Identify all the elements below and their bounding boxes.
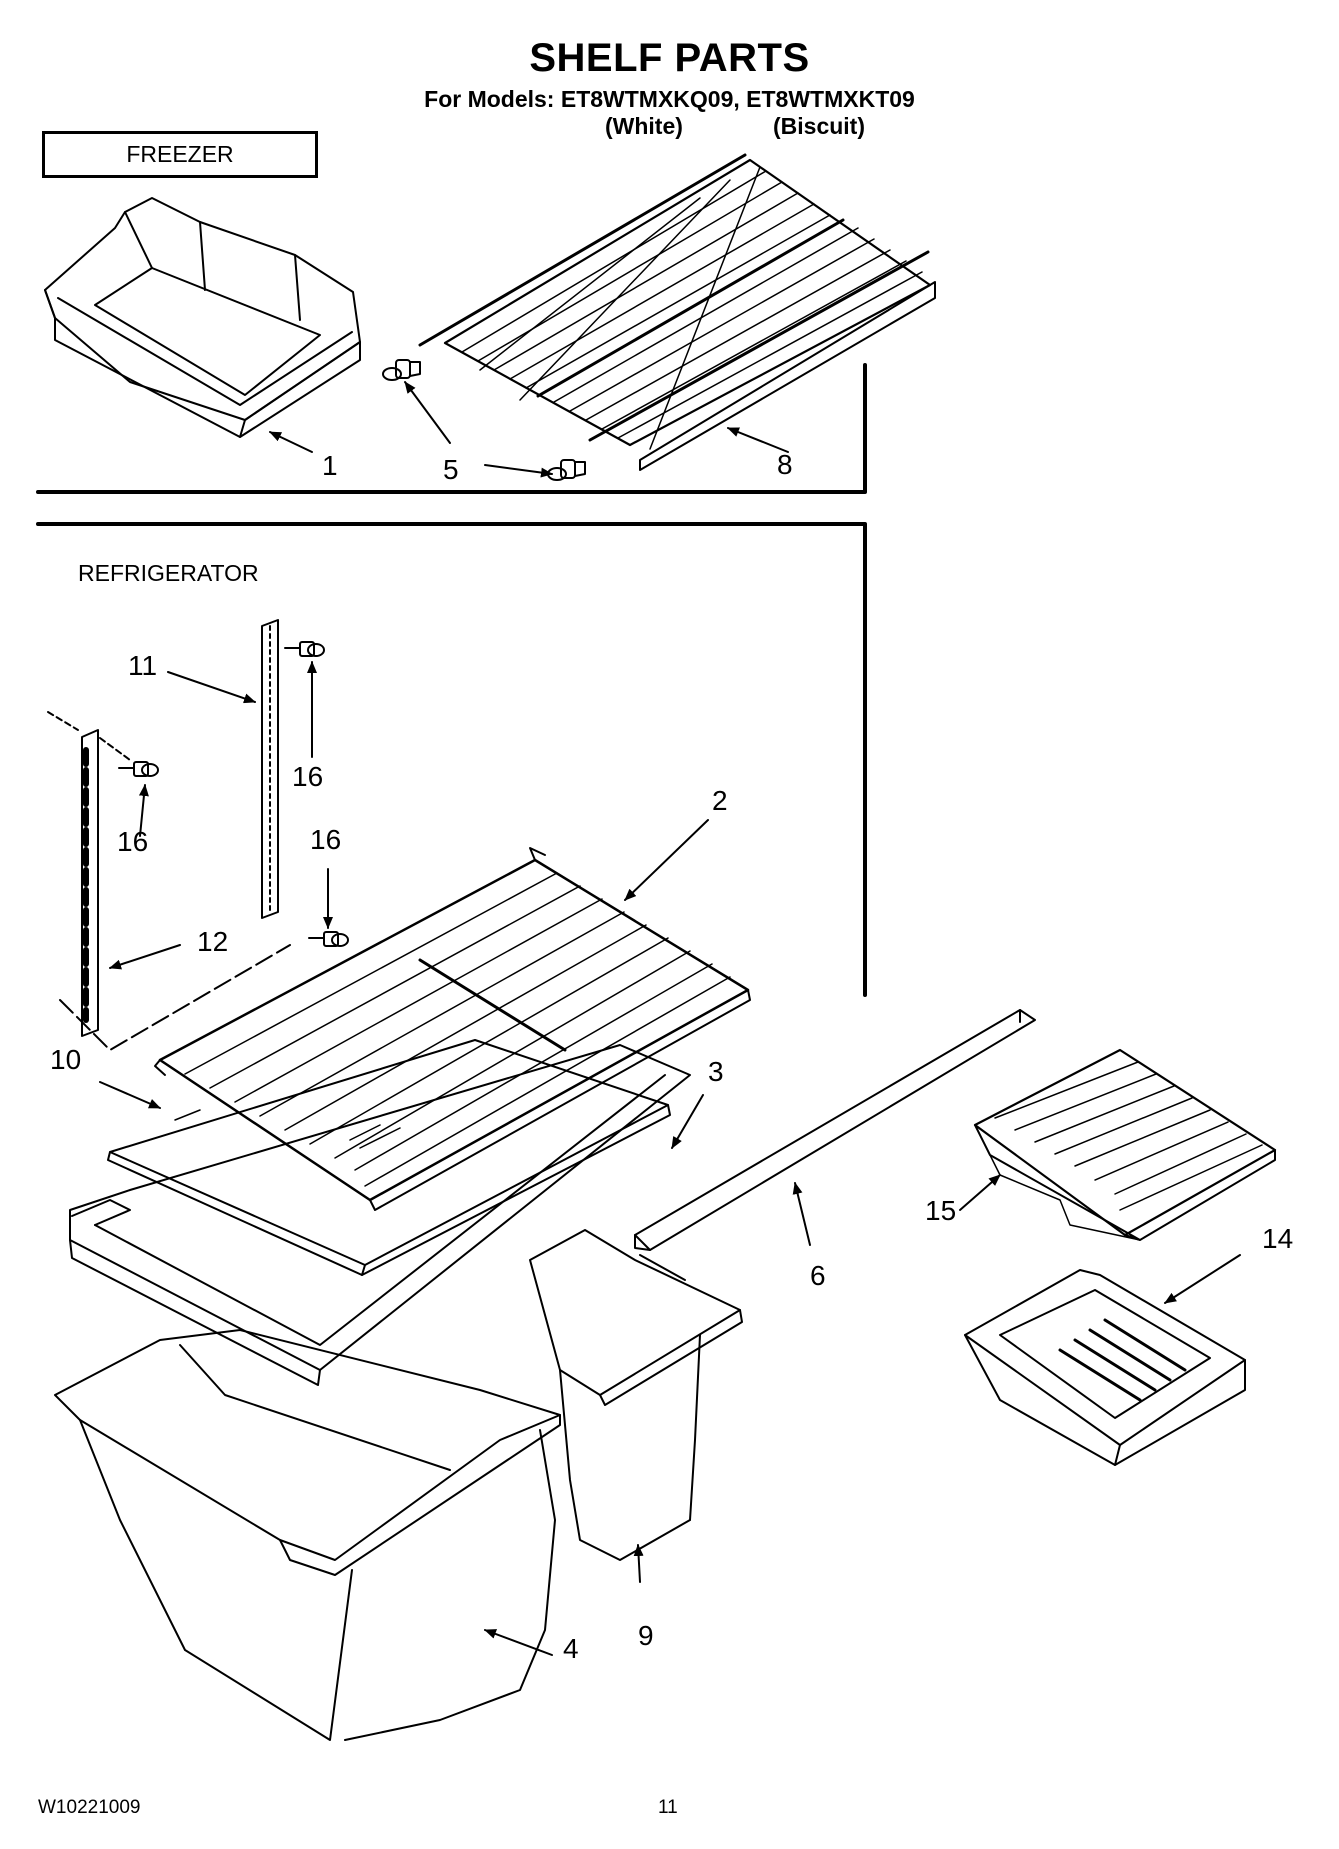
refrigerator-section-label: REFRIGERATOR <box>78 560 259 586</box>
glass-crisper-cover <box>107 1039 671 1276</box>
crisper-cover-trim <box>634 1009 1036 1251</box>
shelf-ladder-rear <box>261 619 279 919</box>
freezer-divider <box>36 363 867 494</box>
finish-biscuit: (Biscuit) <box>773 113 865 139</box>
callout-16-front: 16 <box>117 826 149 857</box>
freezer-wire-shelf <box>418 153 936 471</box>
callout-10: 10 <box>50 1044 82 1075</box>
callout-3: 3 <box>708 1056 724 1087</box>
finish-white: (White) <box>605 113 683 139</box>
page-number: 11 <box>658 1797 678 1818</box>
page-title: SHELF PARTS <box>529 36 810 80</box>
shelf-ladder-front <box>47 711 291 1051</box>
callout-1: 1 <box>322 450 338 481</box>
callout-6: 6 <box>810 1260 826 1291</box>
refrigerator-wire-shelf <box>154 847 751 1211</box>
callout-16-lower: 16 <box>310 824 342 855</box>
callout-12: 12 <box>197 926 229 957</box>
callout-11: 11 <box>128 650 158 681</box>
crisper-frame <box>69 1044 691 1386</box>
document-number: W10221009 <box>38 1797 141 1818</box>
small-crisper-drawer <box>529 1229 743 1561</box>
callout-4: 4 <box>563 1633 579 1664</box>
deli-drawer <box>964 1269 1246 1466</box>
callout-16-rear: 16 <box>292 761 324 792</box>
large-crisper-drawer <box>54 1329 561 1741</box>
leader-lines <box>99 381 1241 1656</box>
shelf-support-upper <box>382 359 421 381</box>
callout-9: 9 <box>638 1620 654 1651</box>
screw-front <box>118 761 159 777</box>
callout-2: 2 <box>712 785 728 816</box>
callout-14: 14 <box>1262 1223 1294 1254</box>
freezer-section-label: FREEZER <box>42 131 318 178</box>
models-line: For Models: ET8WTMXKQ09, ET8WTMXKT09 <box>424 86 915 112</box>
refrigerator-divider <box>36 522 867 997</box>
screw-lower <box>308 931 349 947</box>
freezer-basket <box>44 197 361 438</box>
deli-drawer-cover <box>973 1048 1277 1241</box>
shelf-support-lower <box>547 459 586 481</box>
callout-15: 15 <box>925 1195 957 1226</box>
callout-8: 8 <box>777 449 793 480</box>
callout-5: 5 <box>443 454 459 485</box>
screw-rear <box>284 641 325 657</box>
